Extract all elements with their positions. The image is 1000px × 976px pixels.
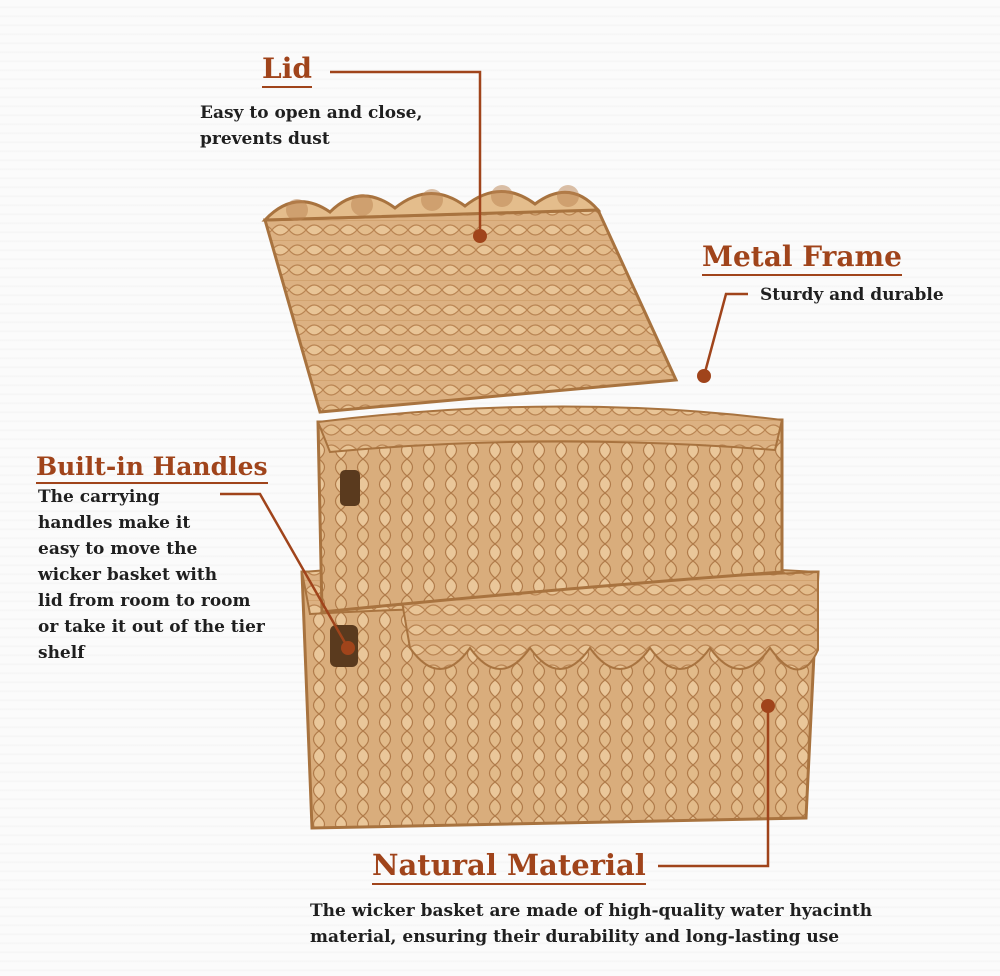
- handles-description-line: handles make it: [38, 513, 191, 533]
- handles-description-line: wicker basket with: [38, 565, 218, 585]
- material-marker-dot: [761, 699, 775, 713]
- metal-frame-leader-line: [702, 292, 748, 377]
- handles-description-line: or take it out of the tier: [38, 617, 265, 637]
- lid-marker-dot: [473, 229, 487, 243]
- handles-description-line: easy to move the: [38, 539, 198, 559]
- handles-description-line: The carrying: [38, 487, 160, 507]
- lid-description: Easy to open and close, prevents dust: [200, 100, 422, 152]
- basket-lid: [261, 185, 679, 414]
- metal-frame-marker-dot: [697, 369, 711, 383]
- material-description: The wicker basket are made of high-quali…: [310, 898, 872, 950]
- material-description-line: The wicker basket are made of high-quali…: [310, 901, 873, 921]
- metal-frame-description-line: Sturdy and durable: [760, 285, 944, 305]
- handles-leader-line: [220, 492, 350, 649]
- handles-description: The carrying handles make it easy to mov…: [38, 484, 265, 666]
- large-basket: [300, 562, 820, 830]
- handles-heading: Built-in Handles: [36, 452, 268, 484]
- material-leader-line: [658, 706, 770, 868]
- metal-frame-heading: Metal Frame: [702, 240, 902, 276]
- material-heading: Natural Material: [372, 848, 646, 885]
- lid-leader-line: [330, 70, 482, 236]
- handles-description-line: shelf: [38, 643, 85, 663]
- metal-frame-description: Sturdy and durable: [760, 282, 944, 308]
- lid-heading: Lid: [262, 52, 312, 88]
- handles-description-line: lid from room to room: [38, 591, 251, 611]
- material-description-line: material, ensuring their durability and …: [310, 927, 840, 947]
- lid-description-line: prevents dust: [200, 129, 330, 149]
- handles-marker-dot: [341, 641, 355, 655]
- small-basket: [316, 405, 784, 614]
- lid-description-line: Easy to open and close,: [200, 103, 423, 123]
